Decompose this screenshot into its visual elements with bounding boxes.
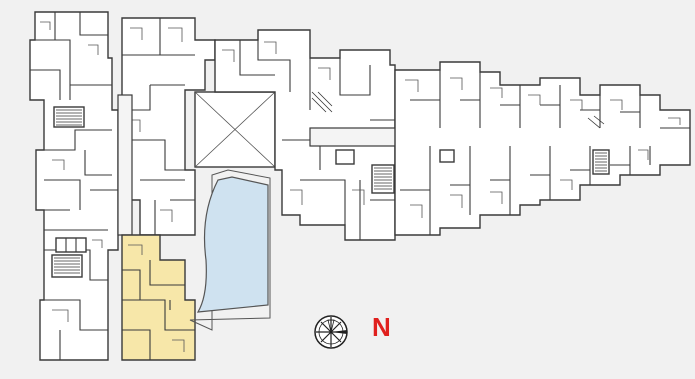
compass-rose-icon (314, 315, 348, 349)
stair-left-lower (51, 254, 83, 278)
corridor-center (117, 94, 133, 236)
highlighted-unit (121, 234, 196, 361)
north-label: N (372, 312, 391, 342)
center-column (117, 17, 216, 236)
mid-wing (214, 29, 396, 241)
right-wing (394, 61, 691, 236)
stair-right (592, 149, 610, 175)
left-wing (29, 11, 119, 361)
atrium (194, 91, 276, 168)
stair-mid (371, 164, 395, 194)
stair-left-upper (53, 106, 85, 128)
pool (189, 169, 271, 331)
elevator-left (55, 237, 87, 253)
elevator-right (439, 149, 455, 163)
elevator-mid (335, 149, 355, 165)
pool-water (196, 176, 269, 313)
